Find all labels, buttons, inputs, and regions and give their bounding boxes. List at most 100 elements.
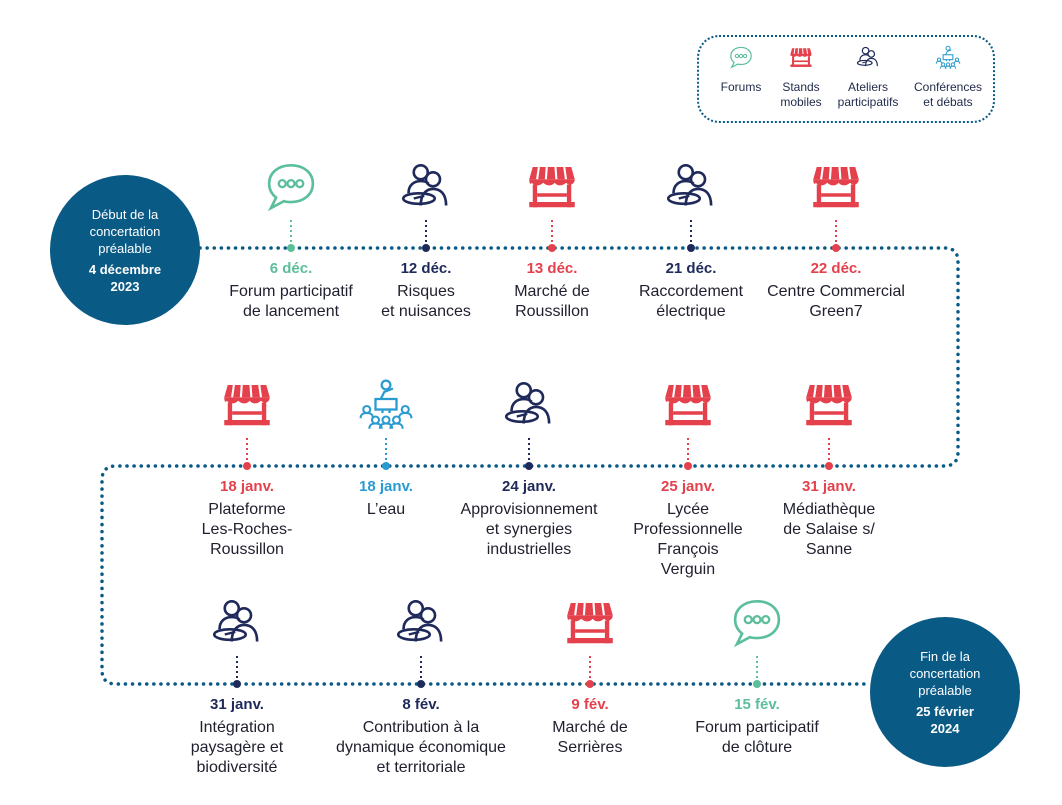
event-label-line: Risques	[397, 283, 455, 300]
legend-label-line: Ateliers	[847, 80, 889, 94]
stand-icon	[660, 378, 716, 434]
event-label-line: Marché de	[552, 719, 628, 736]
event-label-line: Centre Commercial	[767, 283, 905, 300]
forum-icon	[263, 160, 319, 216]
end-date-1: 25 février	[916, 703, 974, 719]
event-dot	[825, 462, 833, 470]
event-date: 9 fév.	[571, 696, 609, 713]
start-date-2: 2023	[110, 278, 140, 294]
event-dot	[382, 462, 390, 470]
legend-label-line: et débats	[923, 95, 973, 109]
event-date: 8 fév.	[402, 696, 440, 713]
start-line-3: préalable	[98, 240, 152, 256]
event-label-line: Verguin	[660, 561, 716, 578]
event-label-line: de Salaise s/	[783, 521, 875, 538]
start-line-2: concertation	[89, 223, 161, 239]
conference-icon	[935, 45, 961, 71]
event-label-line: dynamique économique	[336, 739, 506, 756]
event-date: 18 janv.	[220, 478, 274, 495]
event-label-line: Roussillon	[210, 541, 284, 558]
event-label-line: paysagère et	[190, 739, 284, 756]
event-dot	[233, 680, 241, 688]
event-label-line: biodiversité	[196, 759, 278, 776]
start-line-1: Début de la	[91, 206, 159, 222]
event-label-line: Forum participatif	[229, 283, 353, 300]
stand-icon	[562, 596, 618, 652]
event-label-line: de clôture	[721, 739, 793, 756]
event-date: 21 déc.	[665, 260, 717, 277]
legend-label-0: Forums	[721, 80, 762, 95]
workshop-icon	[501, 378, 557, 434]
event-date: 31 janv.	[210, 696, 264, 713]
event-label-line: Green7	[809, 303, 863, 320]
event-label-line: Approvisionnement	[460, 501, 598, 518]
event-date: 22 déc.	[810, 260, 862, 277]
event-label-line: L’eau	[366, 501, 406, 518]
legend-label-line: Conférences	[913, 80, 983, 94]
event-label: Risques et nuisances	[381, 282, 471, 322]
workshop-icon	[393, 596, 449, 652]
event-date: 24 janv.	[502, 478, 556, 495]
event-label: Approvisionnement et synergies industriell…	[461, 500, 598, 560]
forum-icon	[728, 45, 754, 71]
forum-icon	[729, 596, 785, 652]
end-line-1: Fin de la	[920, 648, 970, 664]
end-line-2: concertation	[909, 665, 981, 681]
event-date: 12 déc.	[400, 260, 452, 277]
legend-label-line: Stands	[782, 80, 820, 94]
stand-icon	[808, 160, 864, 216]
event-label: Forum participatif de lancement	[229, 282, 353, 322]
event-label-line: Plateforme	[208, 501, 286, 518]
event-date: 25 janv.	[661, 478, 715, 495]
event-dot	[586, 680, 594, 688]
event-label: L’eau	[367, 500, 405, 520]
event-date: 31 janv.	[802, 478, 856, 495]
event-label-line: Sanne	[805, 541, 853, 558]
event-date: 6 déc.	[269, 260, 313, 277]
event-label-line: industrielles	[486, 541, 572, 558]
conference-icon	[358, 378, 414, 434]
event-label-line: Lycée	[666, 501, 710, 518]
workshop-icon	[663, 160, 719, 216]
event-label-line: et synergies	[485, 521, 573, 538]
legend-label-line: participatifs	[837, 95, 899, 109]
start-circle: Début de la concertation préalable 4 déc…	[50, 175, 200, 325]
event-label-line: et nuisances	[381, 303, 471, 320]
event-dot	[548, 244, 556, 252]
event-label-line: Marché de	[514, 283, 590, 300]
legend-label-line: Forums	[720, 80, 762, 94]
event-label: Raccordement électrique	[639, 282, 743, 322]
event-label-line: Roussillon	[515, 303, 589, 320]
event-dot	[832, 244, 840, 252]
legend-label-line: mobiles	[780, 95, 822, 109]
event-date: 15 fév.	[734, 696, 780, 713]
start-date-1: 4 décembre	[88, 261, 162, 277]
event-date: 18 janv.	[359, 478, 413, 495]
stand-icon	[788, 45, 814, 71]
event-label-line: électrique	[656, 303, 726, 320]
event-dot	[687, 244, 695, 252]
event-dot	[417, 680, 425, 688]
end-date-2: 2024	[930, 720, 960, 736]
event-dot	[243, 462, 251, 470]
event-label-line: François	[657, 541, 719, 558]
event-label-line: Contribution à la	[362, 719, 480, 736]
stand-icon	[219, 378, 275, 434]
event-dot	[525, 462, 533, 470]
legend	[697, 35, 995, 123]
workshop-icon	[398, 160, 454, 216]
end-circle: Fin de la concertation préalable 25 févr…	[870, 617, 1020, 767]
event-label-line: Raccordement	[638, 283, 744, 300]
event-dot	[422, 244, 430, 252]
event-label-line: de lancement	[242, 303, 340, 320]
